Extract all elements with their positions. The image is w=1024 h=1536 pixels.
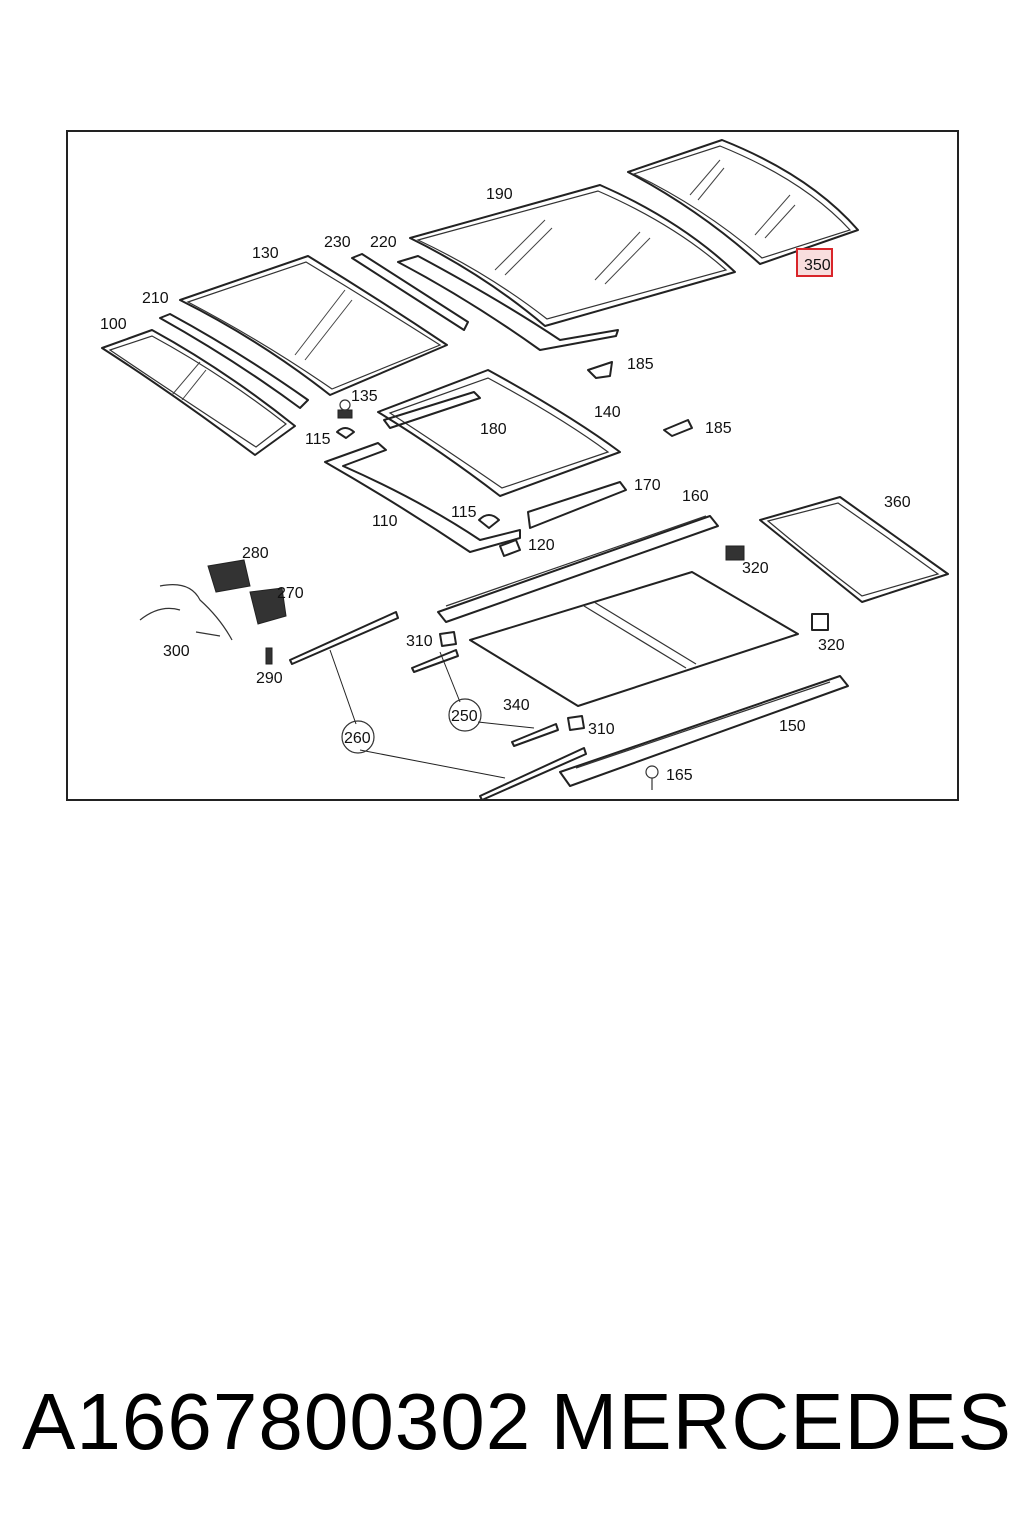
label-100: 100: [100, 316, 127, 333]
part-250-cable-lower: [511, 723, 559, 747]
label-115b: 115: [451, 504, 477, 521]
label-190: 190: [486, 186, 513, 203]
label-340: 340: [503, 697, 530, 714]
part-320a-bracket: [725, 545, 745, 561]
label-185a: 185: [627, 356, 654, 373]
part-230-seal: [351, 253, 469, 331]
part-290-bolt: [265, 647, 273, 665]
label-320b: 320: [818, 637, 845, 654]
part-220-seal: [397, 255, 619, 351]
part-300-harness: [139, 584, 233, 641]
part-350-rear-glass: [627, 139, 859, 265]
label-310a: 310: [406, 633, 433, 650]
label-140: 140: [594, 404, 621, 421]
callout-circle-260: [341, 720, 375, 754]
part-120-bracket: [499, 539, 521, 557]
label-290: 290: [256, 670, 283, 687]
part-150-rail: [559, 675, 849, 787]
part-320b-bracket: [811, 613, 829, 631]
part-115b-clip: [478, 514, 500, 529]
part-135-bolt: [337, 399, 353, 419]
part-185a-clip: [587, 361, 613, 379]
label-320a: 320: [742, 560, 769, 577]
callout-circle-250: [448, 698, 482, 732]
label-220: 220: [370, 234, 397, 251]
label-360: 360: [884, 494, 911, 511]
part-sunshade-assembly: [469, 571, 799, 707]
part-360-frame: [759, 496, 949, 603]
part-115a-clip: [336, 427, 355, 439]
part-260-cable-upper: [289, 611, 399, 665]
part-130-front-glass: [179, 255, 448, 396]
part-170-rail: [527, 481, 627, 529]
part-260-cable-lower: [479, 747, 587, 801]
label-170: 170: [634, 477, 661, 494]
part-250-cable-upper: [411, 649, 459, 673]
label-130: 130: [252, 245, 279, 262]
part-number-text: A1667800302: [22, 1377, 532, 1466]
label-230: 230: [324, 234, 351, 251]
part-185b-clip: [663, 419, 693, 437]
label-120: 120: [528, 537, 555, 554]
caption-bar: A1667800302 MERCEDES: [22, 1372, 1012, 1472]
part-140-frame: [377, 369, 621, 497]
label-280: 280: [242, 545, 269, 562]
part-110-frame: [324, 442, 521, 553]
brand-text: MERCEDES: [550, 1377, 1012, 1466]
part-310b-clip: [567, 715, 585, 731]
label-310b: 310: [588, 721, 615, 738]
part-165-screw: [645, 765, 659, 790]
part-180-seal-strip: [383, 391, 481, 429]
label-270: 270: [277, 585, 304, 602]
part-310a-clip: [439, 631, 457, 647]
label-260: 260: [344, 730, 371, 747]
part-210-seal: [159, 313, 309, 409]
label-115a: 115: [305, 431, 331, 448]
label-350: 350: [804, 257, 831, 274]
part-160-rail: [437, 515, 719, 623]
part-100-deflector-glass: [101, 329, 296, 456]
label-250: 250: [451, 708, 478, 725]
label-150: 150: [779, 718, 806, 735]
label-185b: 185: [705, 420, 732, 437]
part-270-motor: [249, 587, 287, 625]
label-210: 210: [142, 290, 169, 307]
label-165: 165: [666, 767, 693, 784]
label-180: 180: [480, 421, 507, 438]
label-160: 160: [682, 488, 709, 505]
part-190-glass-panel: [409, 184, 736, 327]
part-280-motor: [207, 559, 251, 593]
label-135: 135: [351, 388, 378, 405]
label-300: 300: [163, 643, 190, 660]
highlight-box-350: [796, 248, 833, 277]
label-110: 110: [372, 513, 398, 530]
